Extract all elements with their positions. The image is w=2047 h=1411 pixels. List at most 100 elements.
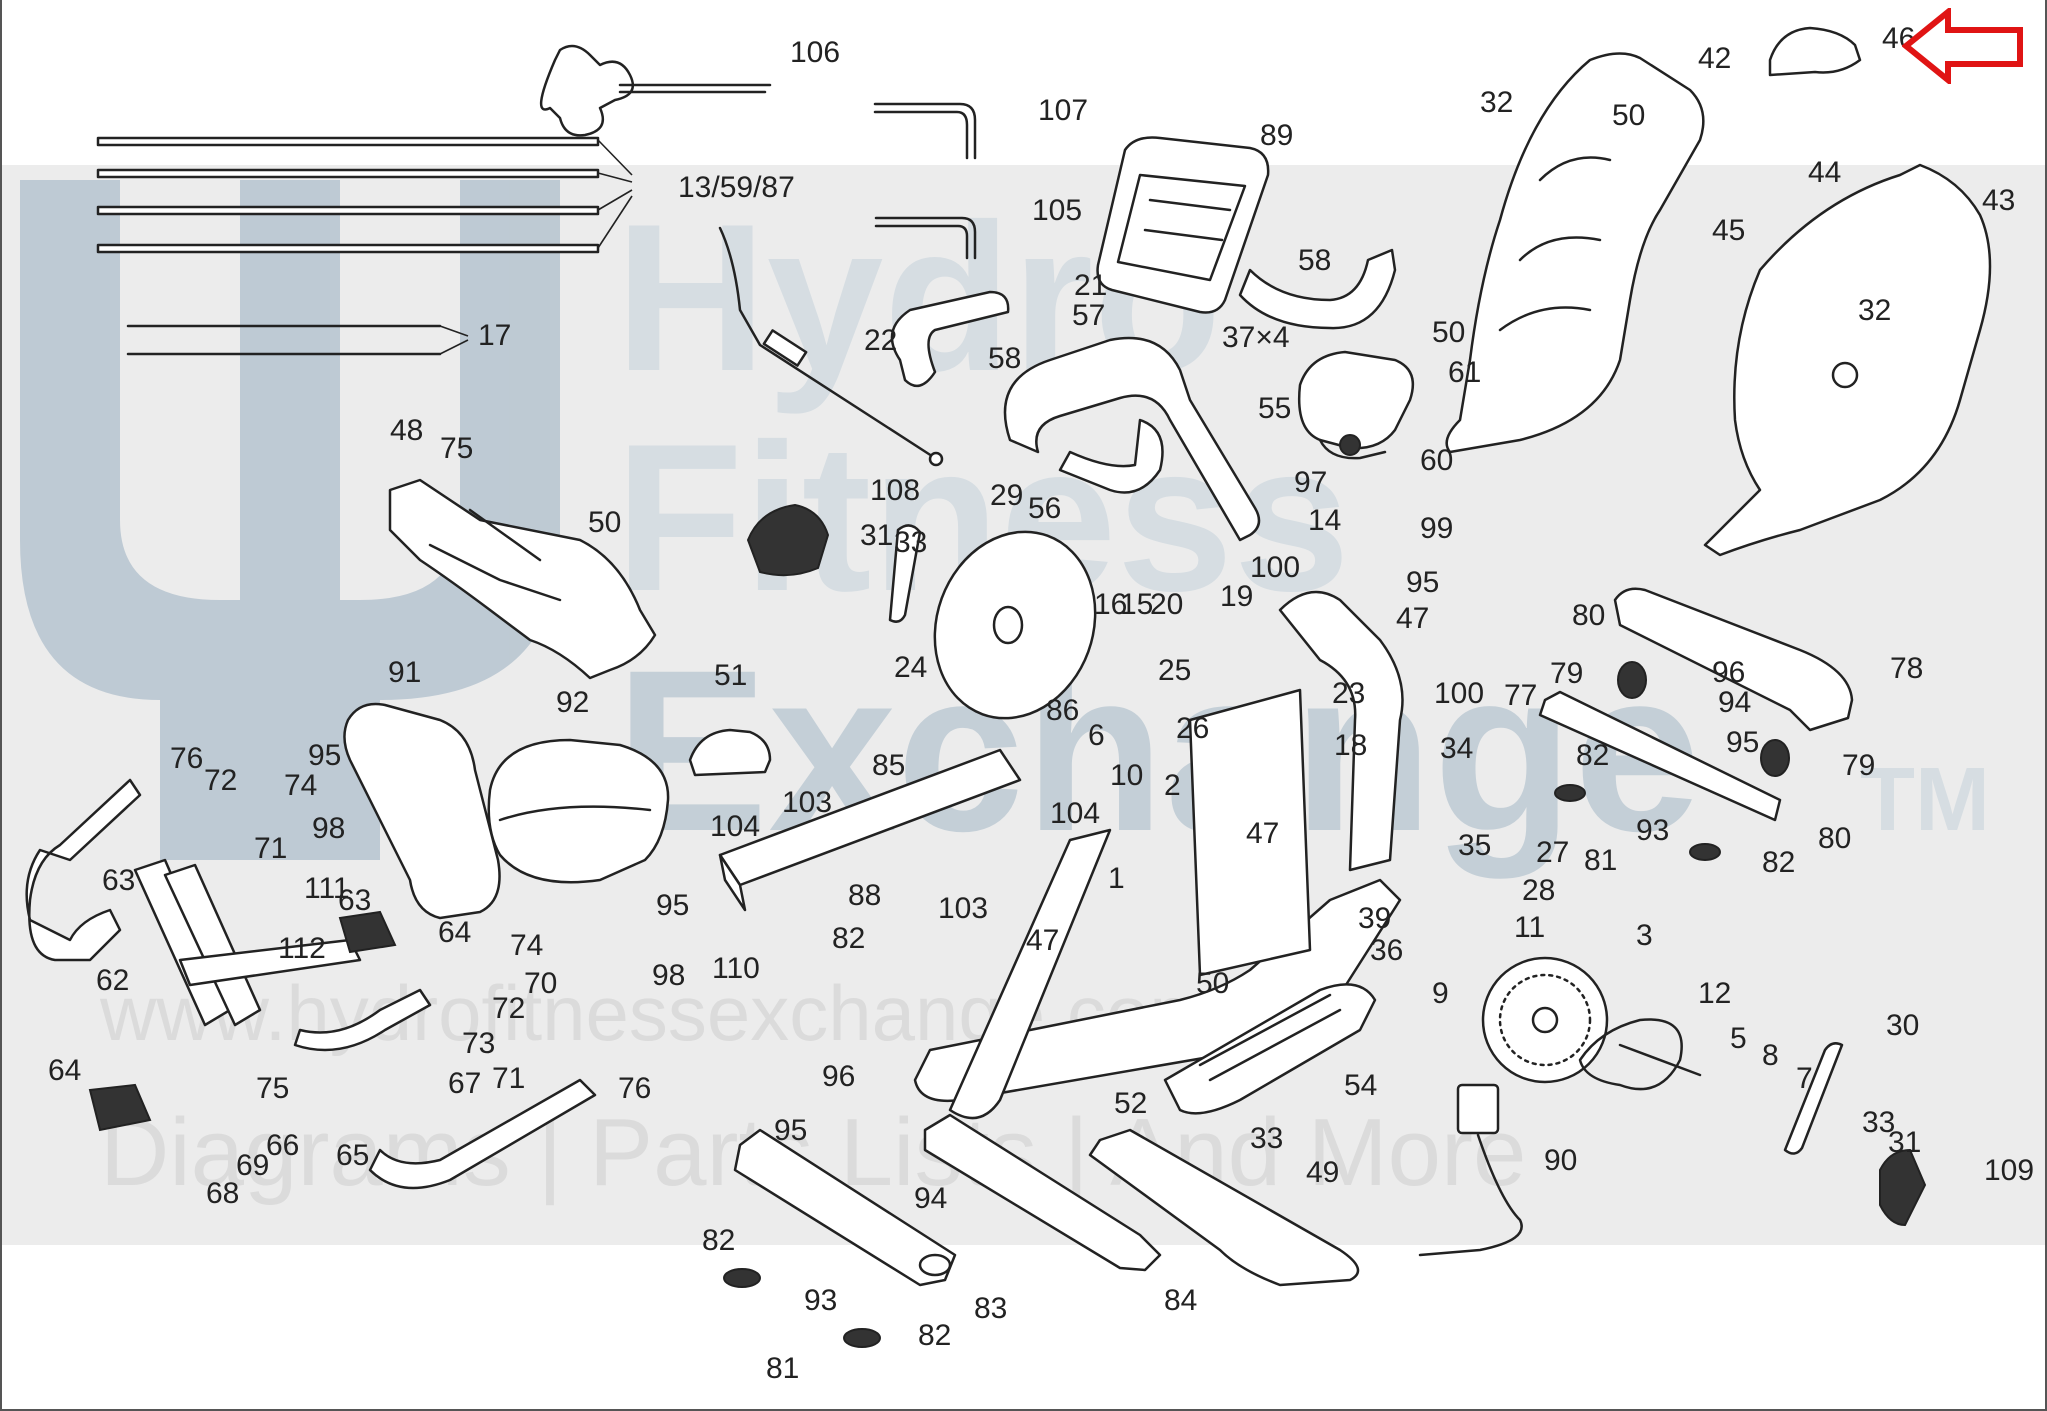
part-label-6: 6 — [1088, 719, 1105, 752]
part-22-cable — [718, 226, 944, 467]
part-label-76b: 76 — [618, 1072, 651, 1105]
part-label-54: 54 — [1344, 1069, 1377, 1102]
part-label-96a: 96 — [1712, 656, 1745, 689]
part-label-11: 11 — [1514, 911, 1545, 944]
part-83-stabilizer — [733, 1128, 957, 1287]
part-label-79b: 79 — [1842, 749, 1875, 782]
part-label-13-59-87: 13/59/87 — [678, 171, 795, 204]
part-label-97: 97 — [1294, 466, 1327, 499]
part-label-31a: 31 — [860, 519, 893, 552]
part-58-handle — [890, 248, 1397, 388]
part-12-belt — [1578, 1018, 1702, 1091]
part-label-67: 67 — [448, 1067, 481, 1100]
part-label-17: 17 — [478, 319, 511, 352]
part-55-handlebar — [1003, 336, 1261, 542]
part-label-5: 5 — [1730, 1022, 1747, 1055]
part-label-90: 90 — [1544, 1144, 1577, 1177]
part-label-35: 35 — [1458, 829, 1491, 862]
part-label-78: 78 — [1890, 652, 1923, 685]
part-label-103a: 103 — [782, 786, 832, 819]
part-label-77: 77 — [1504, 679, 1537, 712]
part-46-cap — [1768, 26, 1862, 77]
part-label-98a: 98 — [312, 812, 345, 845]
part-label-64b: 64 — [48, 1054, 81, 1087]
part-label-56: 56 — [1028, 492, 1061, 525]
part-label-71a: 71 — [254, 832, 287, 865]
part-51-cap — [688, 728, 772, 777]
part-1-main-frame — [913, 590, 1404, 1120]
part-label-94b: 94 — [914, 1182, 947, 1215]
part-label-2: 2 — [1164, 769, 1181, 802]
part-label-32b: 32 — [1858, 294, 1891, 327]
part-label-8: 8 — [1762, 1039, 1779, 1072]
part-label-60: 60 — [1420, 444, 1453, 477]
part-label-44: 44 — [1808, 156, 1841, 189]
part-label-20: 20 — [1150, 588, 1183, 621]
part-label-10: 10 — [1110, 759, 1143, 792]
part-label-109: 109 — [1984, 1154, 2034, 1187]
part-label-12: 12 — [1698, 977, 1731, 1010]
part-label-42: 42 — [1698, 42, 1731, 75]
part-106-wrench — [539, 44, 772, 137]
part-label-104b: 104 — [1050, 797, 1100, 830]
part-90-adapter — [1418, 1083, 1523, 1257]
part-label-49: 49 — [1306, 1156, 1339, 1189]
part-label-45: 45 — [1712, 214, 1745, 247]
part-label-25: 25 — [1158, 654, 1191, 687]
part-label-95c: 95 — [308, 739, 341, 772]
part-13-59-87-rods — [96, 136, 633, 254]
part-label-43: 43 — [1982, 184, 2015, 217]
part-17-rods — [126, 324, 469, 356]
part-label-111: 111 — [304, 872, 350, 905]
part-label-100a: 100 — [1250, 551, 1300, 584]
part-label-82a: 82 — [1576, 739, 1609, 772]
part-108-pedal — [746, 503, 830, 577]
part-label-95a: 95 — [1406, 566, 1439, 599]
part-label-34: 34 — [1440, 732, 1473, 765]
part-43-shroud — [1703, 163, 1992, 557]
part-85-seat-rail — [718, 748, 1022, 912]
red-arrow-icon — [1902, 8, 2023, 84]
part-label-37x4: 37×4 — [1222, 321, 1290, 354]
part-label-51: 51 — [714, 659, 747, 692]
part-label-89: 89 — [1260, 119, 1293, 152]
part-label-86: 86 — [1046, 694, 1079, 727]
part-54-pedal-cover — [1163, 983, 1377, 1115]
part-label-62: 62 — [96, 964, 129, 997]
part-label-82d: 82 — [702, 1224, 735, 1257]
part-label-1: 1 — [1108, 862, 1125, 895]
part-64-pedal — [88, 910, 397, 1132]
part-label-94a: 94 — [1718, 686, 1751, 719]
part-label-71b: 71 — [492, 1062, 525, 1095]
part-label-47a: 47 — [1396, 602, 1429, 635]
part-label-95b: 95 — [1726, 726, 1759, 759]
part-label-93b: 93 — [804, 1284, 837, 1317]
part-label-50d: 50 — [1196, 967, 1229, 1000]
part-label-74b: 74 — [510, 929, 543, 962]
part-label-21: 21 — [1074, 269, 1107, 302]
part-61-bottle-holder — [1298, 350, 1415, 460]
part-label-81b: 81 — [766, 1352, 799, 1385]
part-label-79a: 79 — [1550, 657, 1583, 690]
part-label-103b: 103 — [938, 892, 988, 925]
part-label-32a: 32 — [1480, 86, 1513, 119]
part-label-112: 112 — [278, 932, 326, 965]
part-label-58b: 58 — [1298, 244, 1331, 277]
part-label-73: 73 — [462, 1027, 495, 1060]
part-label-58a: 58 — [988, 342, 1021, 375]
part-label-92: 92 — [556, 686, 589, 719]
part-105-hex-key — [874, 216, 977, 260]
part-label-72a: 72 — [204, 764, 237, 797]
part-3-belt-pulley — [1481, 956, 1609, 1084]
part-42-shroud — [1445, 52, 1705, 454]
part-label-19: 19 — [1220, 580, 1253, 613]
part-label-69: 69 — [236, 1149, 269, 1182]
part-label-107: 107 — [1038, 94, 1088, 127]
part-label-65: 65 — [336, 1139, 369, 1172]
part-label-98b: 98 — [652, 959, 685, 992]
part-label-28: 28 — [1522, 874, 1555, 907]
